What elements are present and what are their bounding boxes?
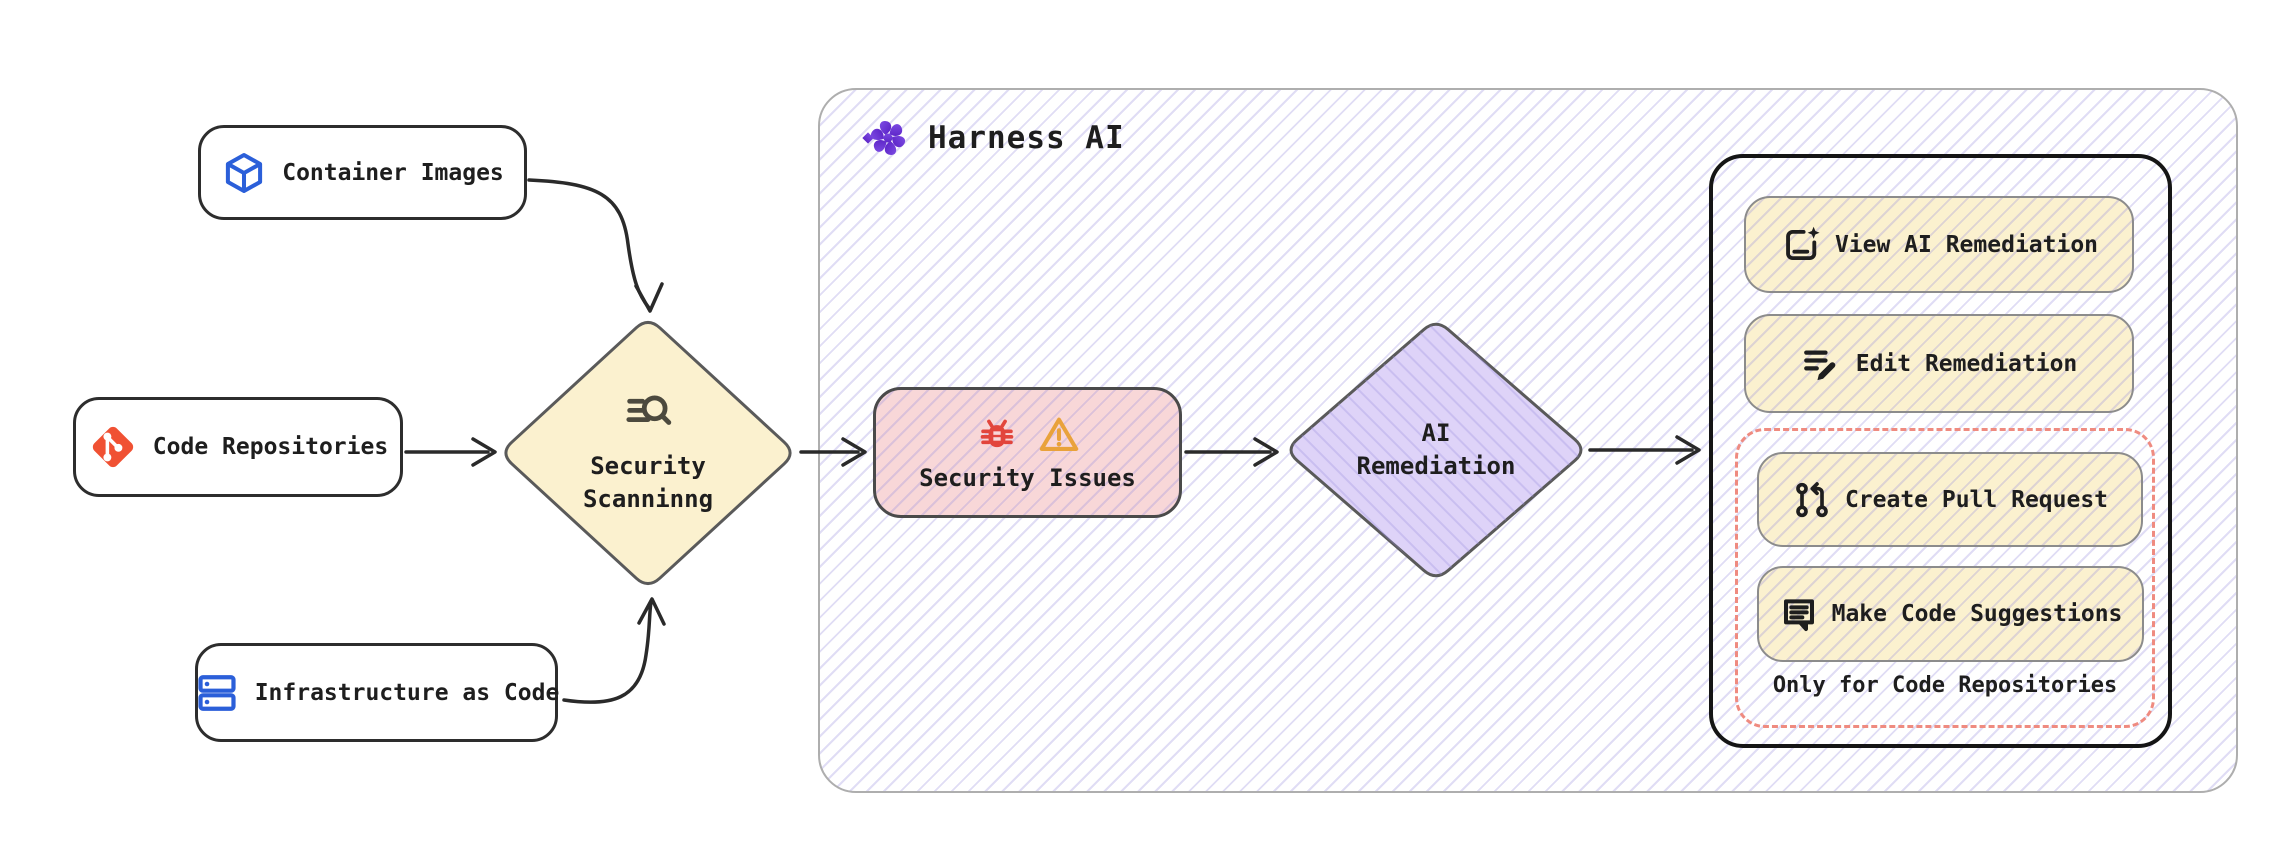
harness-ai-header: Harness AI: [862, 112, 1125, 164]
warning-icon: [1039, 417, 1078, 451]
infrastructure-as-code-label: Infrastructure as Code: [254, 679, 560, 706]
security-issues-icons: [975, 413, 1081, 457]
document-sparkle-icon: [1786, 226, 1820, 260]
git-icon: [92, 426, 133, 468]
code-repositories-node: Code Repositories: [73, 397, 403, 497]
harness-ai-flower-icon: [862, 121, 906, 155]
comment-lines-icon: [1783, 599, 1814, 631]
bug-icon: [980, 419, 1013, 448]
create-pull-request-button: Create Pull Request: [1757, 452, 2143, 547]
arrow-infrastructure-to-scanning: [562, 597, 666, 704]
only-for-code-repositories-note: Only for Code Repositories: [1772, 673, 2118, 698]
code-repositories-label: Code Repositories: [152, 434, 389, 460]
ai-remediation-content: AI Remediation: [1285, 319, 1587, 581]
remediation-actions-container: View AI Remediation Edit Remediation: [1709, 154, 2172, 748]
create-pull-request-label: Create Pull Request: [1844, 486, 2109, 513]
server-stack-icon: [198, 674, 236, 711]
container-images-label: Container Images: [282, 159, 504, 186]
make-code-suggestions-label: Make Code Suggestions: [1831, 601, 2123, 627]
edit-remediation-label: Edit Remediation: [1855, 350, 2078, 377]
edit-remediation-button: Edit Remediation: [1744, 314, 2134, 413]
security-issues-node: Security Issues: [873, 387, 1182, 518]
ai-remediation-label: AI Remediation: [1356, 419, 1516, 480]
search-list-icon: [626, 395, 672, 425]
pull-request-icon: [1796, 481, 1828, 517]
make-code-suggestions-button: Make Code Suggestions: [1757, 566, 2144, 662]
infrastructure-as-code-node: Infrastructure as Code: [195, 643, 560, 742]
harness-ai-title: Harness AI: [928, 120, 1125, 156]
code-repositories-only-group: Create Pull Request Make Code Suggestion…: [1735, 428, 2155, 728]
container-images-node: Container Images: [198, 125, 527, 220]
security-scanning-label: Security Scanninng: [582, 452, 714, 513]
cube-icon: [226, 152, 263, 193]
list-pencil-icon: [1803, 350, 1836, 380]
view-ai-remediation-button: View AI Remediation: [1744, 196, 2134, 293]
security-issues-label: Security Issues: [919, 464, 1136, 492]
arrow-container-images-to-scanning: [527, 178, 664, 313]
security-scanning-content: Security Scanninng: [500, 317, 796, 589]
view-ai-remediation-label: View AI Remediation: [1834, 231, 2099, 258]
arrow-code-repositories-to-scanning: [404, 437, 497, 467]
